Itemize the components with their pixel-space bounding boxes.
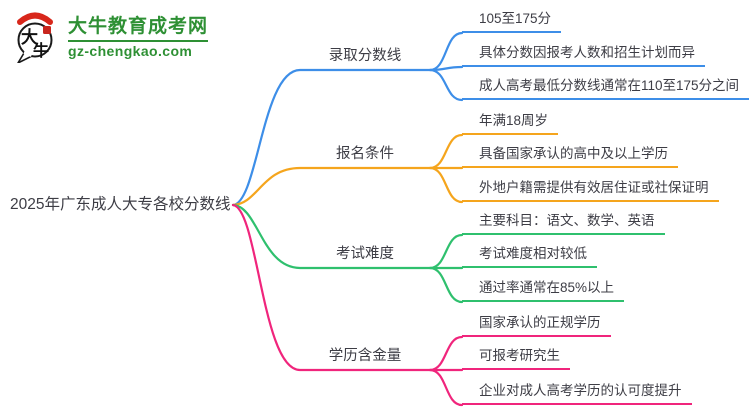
dainiu-bubble-icon: 大 牛 [17,12,53,63]
leaf-node-education: 具备国家承认的高中及以上学历 [462,142,678,168]
leaf-line [428,335,464,372]
leaf-node-employer-recognition: 企业对成人高考学历的认可度提升 [462,379,692,405]
logo-domain: gz-chengkao.com [68,39,209,59]
leaf-line [428,266,464,304]
leaf-line [428,166,464,204]
leaf-node-min-score: 成人高考最低分数线通常在110至175分之间 [462,74,750,100]
branch-node-difficulty: 考试难度 [336,246,394,262]
branch-line-difficulty [231,203,432,270]
leaf-node-postgraduate: 可报考研究生 [462,344,570,370]
leaf-node-age: 年满18周岁 [462,109,559,135]
root-node: 2025年广东成人大专各校分数线 [10,196,231,213]
site-logo[interactable]: 大 牛 大牛教育成考网 gz-chengkao.com [12,11,209,63]
leaf-node-subjects: 主要科目：语文、数学、英语 [462,209,665,235]
leaf-node-pass-rate: 通过率通常在85%以上 [462,276,625,302]
leaf-line [428,233,464,270]
branch-line-requirements [231,166,432,207]
leaf-node-score-varies: 具体分数因报考人数和招生计划而异 [462,41,705,67]
branch-line-value [231,203,432,372]
leaf-node-residence: 外地户籍需提供有效居住证或社保证明 [462,176,719,202]
branch-node-admission: 录取分数线 [328,48,402,64]
branch-line-admission [231,68,432,207]
leaf-node-score-range: 105至175分 [462,7,562,33]
leaf-node-state-recognized: 国家承认的正规学历 [462,311,611,337]
logo-title: 大牛教育成考网 [68,15,209,37]
leaf-line [428,368,464,407]
leaf-line [428,133,464,170]
svg-text:大: 大 [21,27,38,48]
branch-node-value: 学历含金量 [328,348,402,364]
leaf-line [428,68,464,102]
svg-text:牛: 牛 [33,41,49,60]
leaf-line [428,31,464,72]
branch-node-requirements: 报名条件 [336,146,394,162]
leaf-node-low-difficulty: 考试难度相对较低 [462,242,597,268]
